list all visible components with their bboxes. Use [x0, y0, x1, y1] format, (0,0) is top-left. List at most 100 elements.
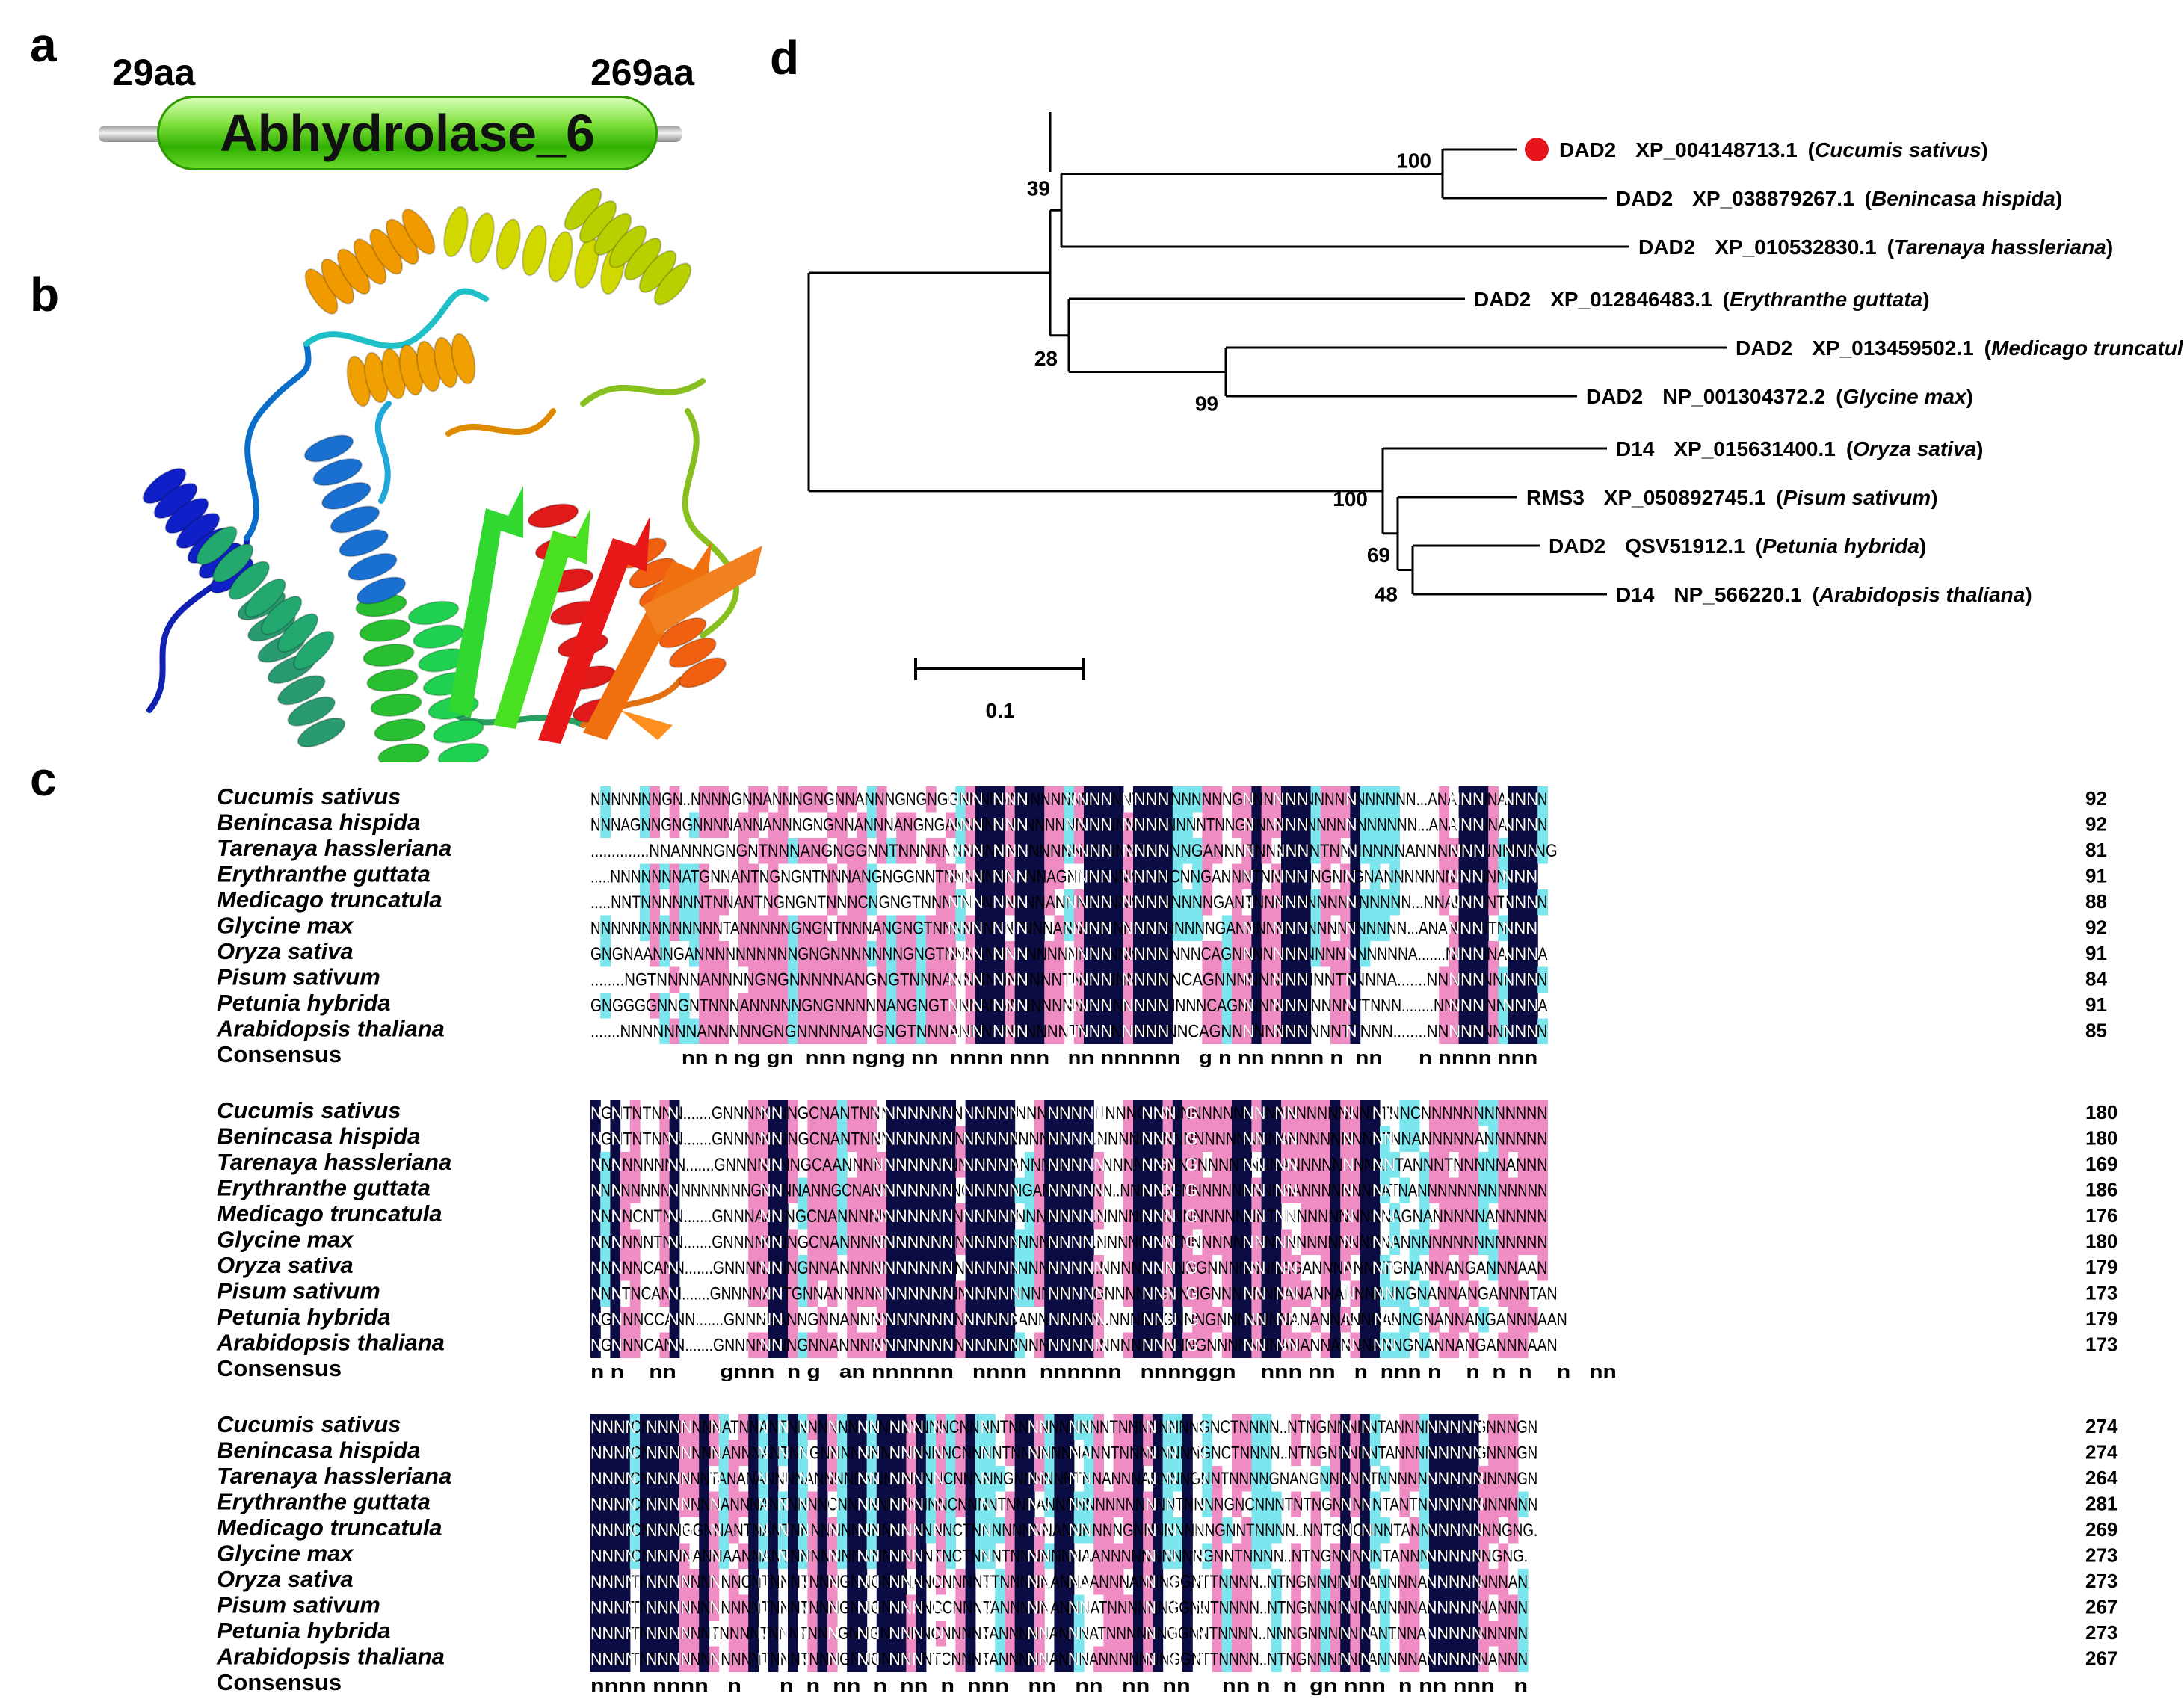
- residue-highlight: [955, 1621, 966, 1647]
- residue-highlight: [916, 1621, 927, 1647]
- residue-highlight: [1399, 1621, 1410, 1647]
- species-name: Arabidopsis thaliana: [216, 1644, 445, 1670]
- residue-highlight: [1498, 1126, 1509, 1152]
- residue-highlight: [1241, 1152, 1252, 1178]
- residue-highlight: [1458, 1100, 1469, 1126]
- residue-highlight: [1103, 1018, 1114, 1044]
- residue-highlight: [985, 1152, 996, 1178]
- residue-highlight: [1073, 1177, 1085, 1203]
- residue-highlight: [1133, 786, 1144, 813]
- residue-highlight: [590, 1594, 601, 1621]
- residue-highlight: [610, 1491, 621, 1517]
- residue-highlight: [1291, 1152, 1301, 1178]
- residue-highlight: [1271, 1255, 1282, 1281]
- residue-highlight: [748, 915, 759, 941]
- residue-highlight: [669, 786, 680, 813]
- residue-highlight: [1014, 1440, 1025, 1466]
- residue-sequence: NNNNCNNNNNANNAANNANTNNNNNNNNNNNNNNTNCTNN…: [590, 1547, 1528, 1567]
- residue-highlight: [1537, 786, 1548, 813]
- residue-highlight: [995, 1621, 1005, 1647]
- residue-highlight: [1133, 1491, 1144, 1517]
- position-end: 91: [2085, 993, 2107, 1016]
- residue-highlight: [1113, 838, 1124, 864]
- residue-highlight: [650, 1414, 660, 1440]
- residue-highlight: [1498, 1332, 1509, 1358]
- residue-highlight: [916, 1126, 927, 1152]
- residue-highlight: [896, 1203, 907, 1230]
- residue-highlight: [837, 1517, 848, 1544]
- residue-highlight: [1143, 1152, 1153, 1178]
- residue-highlight: [886, 1229, 897, 1255]
- residue-highlight: [1133, 993, 1144, 1019]
- residue-highlight: [1221, 1152, 1233, 1178]
- residue-highlight: [1360, 1203, 1371, 1230]
- residue-highlight: [768, 966, 779, 993]
- bootstrap-value: 100: [1396, 149, 1431, 173]
- residue-highlight: [817, 1229, 828, 1255]
- residue-highlight: [1172, 1307, 1183, 1333]
- residue-highlight: [1073, 1491, 1085, 1517]
- residue-highlight: [817, 1440, 828, 1466]
- residue-highlight: [1320, 1280, 1331, 1307]
- residue-highlight: [1409, 1307, 1420, 1333]
- residue-highlight: [1261, 1229, 1272, 1255]
- residue-highlight: [1369, 812, 1381, 838]
- residue-highlight: [788, 1177, 798, 1203]
- residue-highlight: [837, 1466, 848, 1492]
- residue-highlight: [985, 941, 996, 967]
- residue-highlight: [1281, 941, 1292, 967]
- residue-highlight: [1133, 1229, 1144, 1255]
- residue-highlight: [1192, 915, 1203, 941]
- residue-highlight: [1241, 1332, 1252, 1358]
- residue-highlight: [1005, 889, 1016, 916]
- residue-highlight: [1281, 889, 1292, 916]
- residue-highlight: [975, 838, 986, 864]
- residue-highlight: [1034, 1440, 1045, 1466]
- residue-highlight: [936, 993, 946, 1019]
- residue-highlight: [847, 1491, 857, 1517]
- residue-highlight: [985, 915, 996, 941]
- residue-highlight: [1024, 1280, 1035, 1307]
- species-name: Cucumis sativus: [217, 1411, 401, 1437]
- residue-highlight: [1488, 863, 1499, 889]
- species-name: Cucumis sativus: [217, 783, 401, 810]
- residue-highlight: [1034, 1018, 1045, 1044]
- residue-highlight: [1064, 1255, 1075, 1281]
- residue-highlight: [1034, 1152, 1045, 1178]
- residue-highlight: [1498, 1569, 1509, 1595]
- residue-highlight: [1044, 1280, 1055, 1307]
- residue-highlight: [1251, 1018, 1262, 1044]
- residue-highlight: [975, 1126, 986, 1152]
- residue-sequence: NNNNCNNNNGGNNANTNANTNNNNNNNNNNNNNNNNCTNN…: [590, 1520, 1537, 1541]
- residue-highlight: [1034, 1517, 1045, 1544]
- residue-highlight: [1221, 915, 1233, 941]
- residue-highlight: [1537, 1203, 1548, 1230]
- residue-highlight: [857, 941, 868, 967]
- residue-highlight: [1073, 1203, 1085, 1230]
- residue-highlight: [866, 1543, 877, 1569]
- residue-highlight: [916, 1440, 927, 1466]
- residue-highlight: [1350, 966, 1361, 993]
- residue-highlight: [1241, 993, 1252, 1019]
- residue-highlight: [1291, 1280, 1301, 1307]
- residue-highlight: [1202, 1307, 1213, 1333]
- leaf-paren-close: ): [1981, 138, 1988, 161]
- residue-highlight: [1360, 1280, 1371, 1307]
- residue-highlight: [689, 1569, 700, 1595]
- residue-highlight: [590, 1332, 601, 1358]
- residue-highlight: [1073, 1332, 1085, 1358]
- residue-highlight: [1389, 1152, 1400, 1178]
- residue-highlight: [1064, 1414, 1075, 1440]
- residue-highlight: [1014, 915, 1025, 941]
- residue-highlight: [768, 1307, 779, 1333]
- residue-highlight: [1113, 1543, 1124, 1569]
- residue-highlight: [1241, 966, 1252, 993]
- residue-highlight: [1498, 1621, 1509, 1647]
- residue-highlight: [896, 1280, 907, 1307]
- residue-highlight: [659, 1621, 670, 1647]
- residue-highlight: [1103, 1594, 1114, 1621]
- residue-highlight: [1380, 1594, 1390, 1621]
- residue-highlight: [1478, 838, 1489, 864]
- residue-highlight: [857, 1255, 868, 1281]
